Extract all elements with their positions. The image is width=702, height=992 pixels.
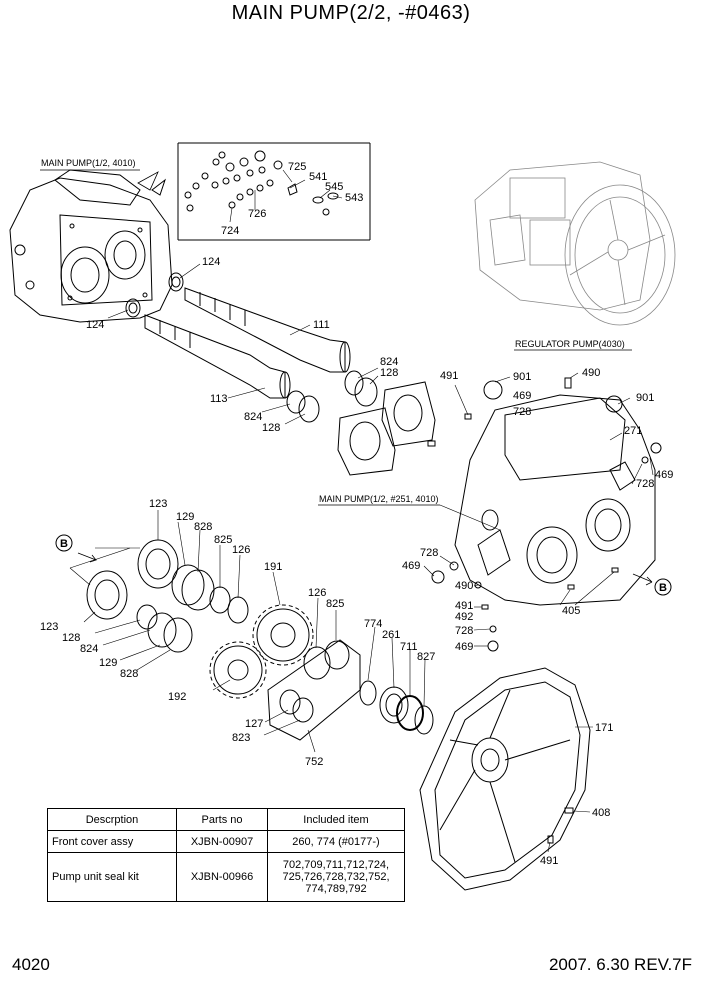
part-label: 123: [149, 498, 167, 510]
part-label: 492: [455, 611, 473, 623]
part-label: 271: [624, 425, 642, 437]
table-row: Pump unit seal kit XJBN-00966 702,709,71…: [47, 852, 405, 902]
part-label: 490: [582, 367, 600, 379]
regulator-pump-housing: [427, 377, 662, 606]
drive-shaft-111: [184, 287, 351, 373]
included-line: 725,726,728,732,752,: [282, 871, 390, 883]
part-label: 469: [402, 560, 420, 572]
part-label: 828: [194, 521, 212, 533]
bearings-123: [86, 539, 179, 620]
part-label: 774: [364, 618, 382, 630]
part-label: 408: [592, 807, 610, 819]
revision-date: 2007. 6.30 REV.7F: [548, 955, 692, 974]
callout-regulator-pump: REGULATOR PUMP(4030): [515, 339, 625, 349]
part-label: 124: [86, 319, 104, 331]
part-label: 728: [420, 547, 438, 559]
part-label: 127: [245, 718, 263, 730]
part-label: 126: [232, 544, 250, 556]
table-cell: Front cover assy: [47, 830, 177, 853]
part-label: 111: [313, 319, 330, 331]
part-label: 824: [380, 356, 398, 368]
assembled-pump-reference-image: [474, 161, 676, 326]
drive-shaft-113: [144, 314, 291, 399]
part-label: 171: [595, 722, 613, 734]
part-label: 469: [513, 390, 531, 402]
flywheel-housing-171: [419, 667, 591, 891]
gears-191-192: [209, 604, 314, 699]
part-label: 901: [636, 392, 654, 404]
part-label: 129: [99, 657, 117, 669]
part-label: 541: [309, 171, 327, 183]
part-label: 724: [221, 225, 239, 237]
included-line: 702,709,711,712,724,: [282, 859, 390, 871]
part-label: 124: [202, 256, 220, 268]
part-label: 545: [325, 181, 343, 193]
part-label: 128: [62, 632, 80, 644]
part-label: 725: [288, 161, 306, 173]
included-line: 774,789,792: [305, 883, 367, 895]
page-title: MAIN PUMP(2/2, -#0463): [231, 2, 471, 24]
part-label: 261: [382, 629, 400, 641]
part-label: 824: [244, 411, 262, 423]
part-label: 752: [305, 756, 323, 768]
part-label: 824: [80, 643, 98, 655]
part-label: 491: [440, 370, 458, 382]
table-cell: 260, 774 (#0177-): [267, 830, 405, 853]
part-label: 491: [540, 855, 558, 867]
table-cell: Pump unit seal kit: [47, 852, 177, 902]
part-label: 405: [562, 605, 580, 617]
part-label: 469: [455, 641, 473, 653]
pump-cover-plates: [337, 381, 436, 476]
part-label: 901: [513, 371, 531, 383]
table-cell: XJBN-00966: [176, 852, 268, 902]
part-label: 192: [168, 691, 186, 703]
part-label: 711: [400, 641, 418, 653]
part-label: 191: [264, 561, 282, 573]
seal-kit-detail-box: [177, 142, 371, 241]
part-label: 825: [214, 534, 232, 546]
part-label: 726: [248, 208, 266, 220]
part-label: 128: [262, 422, 280, 434]
callout-main-pump-251: MAIN PUMP(1/2, #251, 4010): [319, 494, 439, 504]
table-cell: 702,709,711,712,724, 725,726,728,732,752…: [267, 852, 405, 902]
part-label: 126: [308, 587, 326, 599]
table-cell: XJBN-00907: [176, 830, 268, 853]
table-header: Parts no: [176, 808, 268, 831]
part-label: 827: [417, 651, 435, 663]
part-label: 728: [455, 625, 473, 637]
table-header: Descrption: [47, 808, 177, 831]
main-pump-front-housing: [9, 169, 173, 323]
part-label: 129: [176, 511, 194, 523]
view-b-marker-left: B: [60, 538, 68, 550]
table-header: Included item: [267, 808, 405, 831]
part-label: 491: [455, 600, 473, 612]
part-label: 490: [455, 580, 473, 592]
parts-table: Descrption Parts no Included item Front …: [47, 808, 405, 902]
callout-main-pump-front: MAIN PUMP(1/2, 4010): [41, 158, 136, 168]
page-number: 4020: [12, 955, 50, 974]
part-label: 728: [513, 406, 531, 418]
part-label: 128: [380, 367, 398, 379]
part-label: 825: [326, 598, 344, 610]
table-row: Front cover assy XJBN-00907 260, 774 (#0…: [47, 830, 405, 853]
part-label: 828: [120, 668, 138, 680]
part-label: 469: [655, 469, 673, 481]
part-label: 728: [636, 478, 654, 490]
part-label: 823: [232, 732, 250, 744]
part-label: 123: [40, 621, 58, 633]
view-b-marker-right: B: [659, 582, 667, 594]
part-label: 543: [345, 192, 363, 204]
part-label: 113: [210, 393, 228, 405]
